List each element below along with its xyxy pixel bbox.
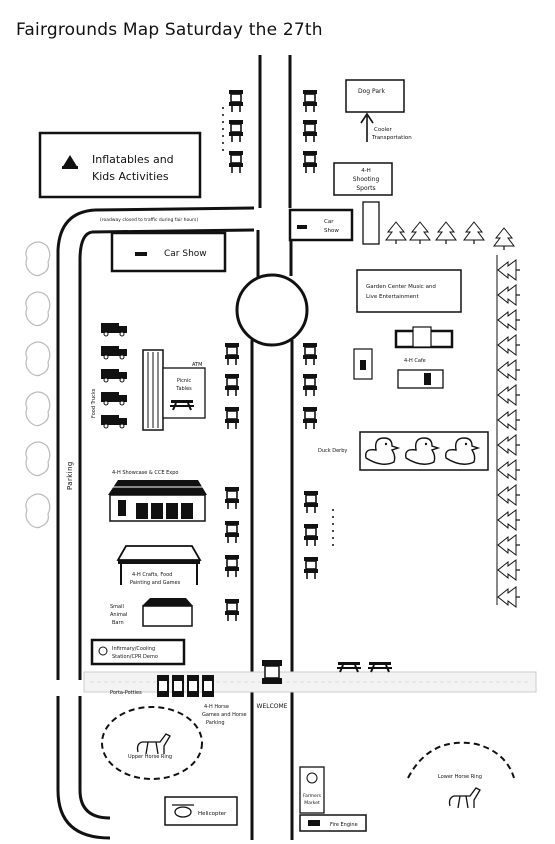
entrance-path	[83, 671, 537, 693]
infirmary-label-1: Infirmary/Cooling	[112, 646, 155, 652]
car-show-small-label-2: Show	[324, 228, 339, 234]
welcome-label: WELCOME	[257, 703, 288, 710]
farmers-label-1: Farmers	[303, 793, 322, 799]
fire-engine[interactable]: Fire Engine	[299, 814, 367, 832]
duck-derby-label: Duck Derby	[318, 448, 347, 454]
garden-label-2: Live Entertainment	[366, 294, 420, 300]
infirmary-label-2: Station/CPR Demo	[112, 654, 158, 660]
picnic-label-2: Tables	[175, 386, 192, 392]
car-show[interactable]: Car Show	[110, 231, 227, 273]
crafts-label-2: Painting and Games	[130, 580, 181, 586]
farmers-market[interactable]: Farmers Market	[299, 766, 325, 814]
horse-label-3: Parking	[206, 720, 225, 726]
food-vendor-kiosks-upper	[228, 89, 318, 174]
vendor-dots-lower	[332, 509, 334, 546]
vendor-dots-upper	[222, 107, 224, 151]
gate-label-2: Transportation	[371, 135, 412, 141]
helicopter-label: Helicopter	[198, 811, 227, 817]
helicopter-pad[interactable]: Helicopter	[164, 796, 238, 826]
shooting-label-3: Sports	[356, 185, 375, 192]
barn-label-1: Small	[110, 604, 124, 610]
upper-horse-ring[interactable]: Upper Horse Ring	[101, 706, 203, 780]
porta-potties[interactable]: Porta-Potties	[110, 675, 214, 697]
picnic-label-1: Picnic	[177, 378, 192, 384]
welcome-booth[interactable]: WELCOME	[257, 660, 288, 710]
horse-label-1: 4-H Horse	[204, 704, 229, 710]
picnic-tables-right	[336, 661, 393, 673]
road-network	[56, 55, 298, 840]
fire-engine-label: Fire Engine	[330, 822, 358, 828]
potties-label: Porta-Potties	[110, 690, 142, 696]
drink-stand	[353, 348, 373, 380]
small-animal-barn[interactable]: Small Animal Barn	[110, 598, 193, 627]
food-vendor-kiosks-middle	[224, 342, 319, 622]
barn-label-3: Barn	[112, 620, 124, 626]
road-closure-note: (roadway closed to traffic during fair h…	[100, 217, 198, 223]
dog-park-label: Dog Park	[358, 88, 385, 95]
lower-horse-ring[interactable]: Lower Horse Ring	[407, 741, 515, 809]
roundabout	[235, 273, 309, 347]
atm-label: ATM	[192, 362, 202, 368]
shooting-lane	[362, 201, 380, 245]
shooting-sports-area[interactable]: 4-H Shooting Sports	[333, 162, 393, 196]
crafts-pavilion[interactable]: 4-H Crafts, Food Painting and Games	[116, 545, 202, 586]
showcase-building[interactable]: 4-H Showcase & CCE Expo	[108, 470, 207, 522]
cafe-area[interactable]: 4-H Cafe	[394, 326, 454, 389]
inflatables-label-2: Kids Activities	[92, 170, 169, 183]
food-trucks-label: Food Trucks	[91, 388, 97, 418]
car-show-small[interactable]: Car Show	[288, 208, 354, 242]
garden-center-stage[interactable]: Garden Center Music and Live Entertainme…	[356, 269, 462, 313]
tree-line-left	[25, 241, 51, 529]
lower-ring-label: Lower Horse Ring	[438, 774, 482, 780]
duck-derby[interactable]: Duck Derby	[318, 431, 489, 471]
parking-label: Parking	[66, 461, 74, 490]
shooting-label-2: Shooting	[353, 176, 380, 183]
tree-line-top	[385, 221, 515, 251]
shooting-label-1: 4-H	[361, 168, 371, 174]
upper-ring-label: Upper Horse Ring	[128, 754, 172, 760]
tree-line-right	[497, 259, 521, 608]
inflatables-label-1: Inflatables and	[92, 153, 174, 166]
gate-label-1: Cooler	[374, 127, 392, 133]
horse-games-area[interactable]: 4-H Horse Games and Horse Parking	[202, 704, 247, 726]
car-show-label: Car Show	[164, 249, 207, 259]
car-show-small-label-1: Car	[324, 219, 334, 225]
food-trucks[interactable]: Food Trucks	[91, 322, 128, 429]
dog-park[interactable]: Dog Park	[345, 79, 405, 113]
map-title: Fairgrounds Map Saturday the 27th	[16, 20, 323, 40]
farmers-label-2: Market	[304, 800, 320, 806]
infirmary-station[interactable]: Infirmary/Cooling Station/CPR Demo	[90, 638, 186, 666]
barn-label-2: Animal	[110, 612, 127, 618]
crafts-label-1: 4-H Crafts, Food	[132, 572, 172, 578]
showcase-label: 4-H Showcase & CCE Expo	[112, 470, 178, 476]
inflatables-area[interactable]: Inflatables and Kids Activities	[38, 131, 202, 199]
garden-label-1: Garden Center Music and	[366, 284, 436, 290]
picnic-pavilion[interactable]: Picnic Tables ATM	[142, 349, 206, 431]
gate-arrow: Cooler Transportation	[360, 112, 412, 142]
horse-label-2: Games and Horse	[202, 712, 247, 718]
cafe-label: 4-H Cafe	[404, 358, 426, 364]
